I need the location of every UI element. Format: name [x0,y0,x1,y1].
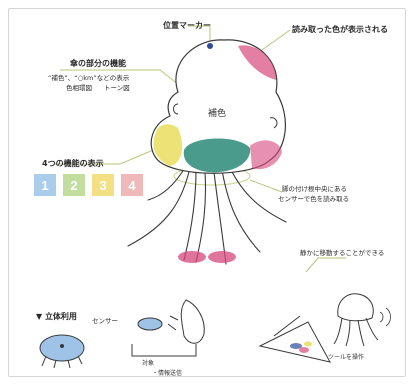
magenta-feet [178,251,236,263]
leader-line-color-display [262,30,290,50]
function-box-1: 1 [34,174,56,196]
color-board-scene [260,316,330,362]
handwriting-tool-operation: ツールを操作 [328,352,364,361]
small-device [40,335,84,368]
label-standing-use: ▼ 立体利用 [36,312,77,321]
label-sensor-note-2: センサーで色を読み取る [278,196,349,203]
handwriting-send-info: ・情報送信 [152,368,182,377]
function-box-3: 3 [92,174,114,196]
label-umbrella-line1: “補色”、“○km”などの表示 [48,75,129,82]
label-position-marker: 位置マーカー [163,21,211,30]
label-umbrella-title: 傘の部分の機能 [70,59,126,68]
label-quiet-move: 静かに移動することができる [300,250,384,257]
handwriting-target: 対象 [142,358,154,367]
label-umbrella-tone: トーン図 [104,85,130,92]
tentacles [128,166,286,264]
label-umbrella-hue-circle: 色相環図 [66,85,92,92]
sensing-scene [132,300,204,356]
leader-line-quiet-move [306,258,346,272]
leader-line-sensor [250,180,282,192]
label-sensor: センサー [92,318,118,325]
function-box-2: 2 [63,174,85,196]
function-box-4: 4 [121,174,143,196]
small-jellyfish [334,294,391,346]
label-color-read-display: 読み取った色が表示される [292,25,388,34]
magenta-patch-side [250,140,282,169]
label-sensor-note-1: 脚の付け根中央にある [282,186,347,193]
body-handwriting: 補色 [208,106,226,119]
label-four-functions: 4つの機能の表示 [42,159,104,168]
position-marker-dot [207,43,213,49]
